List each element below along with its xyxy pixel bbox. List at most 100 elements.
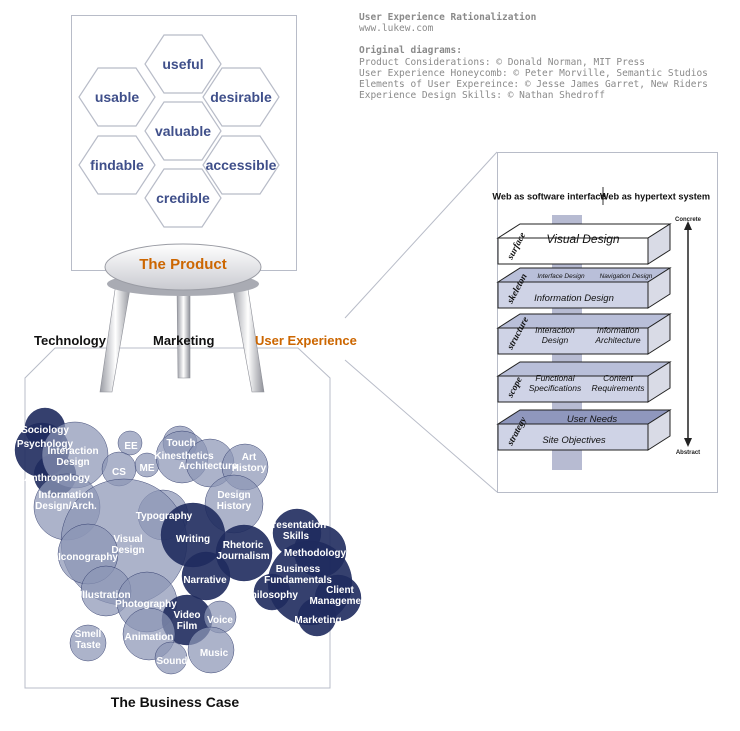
- axis-arrow-down-icon: [684, 438, 692, 447]
- plane-label: Information: [597, 325, 640, 335]
- skill-label: Psychology: [17, 439, 74, 450]
- plane-top: [496, 361, 672, 377]
- connector-line-bottom: [344, 359, 498, 493]
- plane-label: User Needs: [567, 414, 617, 425]
- skill-label: Typography: [136, 511, 193, 522]
- plane-side: [647, 267, 671, 309]
- leg-label-technology: Technology: [34, 333, 106, 348]
- skill-circle: [181, 551, 231, 601]
- skill-label: Kinesthetics: [154, 451, 214, 462]
- header-right: Web as hypertext system: [600, 192, 710, 202]
- hex-label-accessible: accessible: [206, 157, 277, 173]
- hex-valuable: valuable: [144, 101, 222, 161]
- hex-findable: findable: [78, 135, 156, 195]
- header-left-box: [498, 187, 600, 205]
- credit-line: Elements of User Expereince: © Jesse Jam…: [359, 79, 708, 91]
- plane-side: [647, 361, 671, 403]
- skill-label: Philosophy: [244, 590, 298, 601]
- axis-arrow-up-icon: [684, 221, 692, 230]
- credit-line: Experience Design Skills: © Nathan Shedr…: [359, 90, 605, 102]
- plane-label: Interaction: [535, 325, 575, 335]
- credit-line: Product Considerations: © Donald Norman,…: [359, 56, 645, 68]
- skill-label: Sound: [156, 656, 187, 667]
- credits-site[interactable]: www.lukew.com: [359, 23, 434, 35]
- hex-label-desirable: desirable: [210, 89, 272, 105]
- hex-label-valuable: valuable: [155, 123, 211, 139]
- abstract-label: Abstract: [676, 450, 700, 456]
- plane-label: Visual Design: [546, 232, 619, 246]
- skill-circle: [117, 430, 143, 456]
- skill-label: Voice: [207, 615, 233, 626]
- skill-circle: [187, 626, 235, 674]
- skill-label: Writing: [176, 534, 210, 545]
- hex-cell: [78, 67, 156, 127]
- skill-label: Marketing: [294, 615, 341, 626]
- skill-circle: [154, 641, 188, 675]
- product-label: The Product: [139, 256, 227, 273]
- skill-label: Animation: [125, 632, 174, 643]
- plane-label: Interface Design: [537, 273, 585, 280]
- leg-label-marketing: Marketing: [153, 333, 215, 348]
- skill-circle: [297, 597, 337, 637]
- hex-usable: usable: [78, 67, 156, 127]
- hex-accessible: accessible: [202, 135, 280, 195]
- plane-front: [497, 281, 649, 309]
- hex-desirable: desirable: [202, 67, 280, 127]
- stool-seat: [104, 243, 262, 291]
- skill-label: Music: [200, 648, 229, 659]
- skill-label: Photography: [115, 599, 177, 610]
- credits-heading: Original diagrams:: [359, 45, 462, 57]
- skill-label: ME: [140, 463, 155, 474]
- skill-label: Sociology: [21, 425, 69, 436]
- skill-label: Narrative: [183, 575, 227, 586]
- hex-cell: [144, 34, 222, 94]
- plane-side: [647, 223, 671, 265]
- hex-cell: [202, 67, 280, 127]
- skill-circle: [69, 624, 107, 662]
- plane-label: Functional: [535, 373, 575, 383]
- hex-useful: useful: [144, 34, 222, 94]
- skill-label: Illustration: [79, 590, 130, 601]
- credits-title: User Experience Rationalization: [359, 12, 537, 23]
- skill-circle: [253, 573, 291, 611]
- hex-cell: [144, 168, 222, 228]
- plane-bottom-label: Information Design: [534, 293, 614, 304]
- skill-label: Methodology: [284, 548, 347, 559]
- business-case-label: The Business Case: [110, 694, 240, 710]
- hex-label-credible: credible: [156, 190, 210, 206]
- concrete-label: Concrete: [675, 217, 702, 223]
- header-left: Web as software interface: [492, 192, 605, 202]
- plane-front: [497, 237, 649, 265]
- plane-label: Architecture: [594, 335, 641, 345]
- hex-cell: [78, 135, 156, 195]
- plane-bottom-label: Site Objectives: [542, 435, 606, 446]
- skill-label: Touch: [166, 438, 195, 449]
- leg-label-user-experience: User Experience: [255, 333, 357, 348]
- plane-label: Requirements: [592, 383, 646, 393]
- plane-side: [647, 313, 671, 355]
- hex-label-usable: usable: [95, 89, 140, 105]
- skill-label: Architecture: [179, 461, 238, 472]
- credit-line: User Experience Honeycomb: © Peter Morvi…: [359, 67, 708, 79]
- skills-bubbles: SociologyPsychologyAnthropologyInteracti…: [14, 407, 371, 675]
- plane-label: Design: [542, 335, 569, 345]
- skill-label: CS: [112, 467, 126, 478]
- plane-front: [497, 375, 649, 403]
- skill-label: EE: [124, 441, 138, 452]
